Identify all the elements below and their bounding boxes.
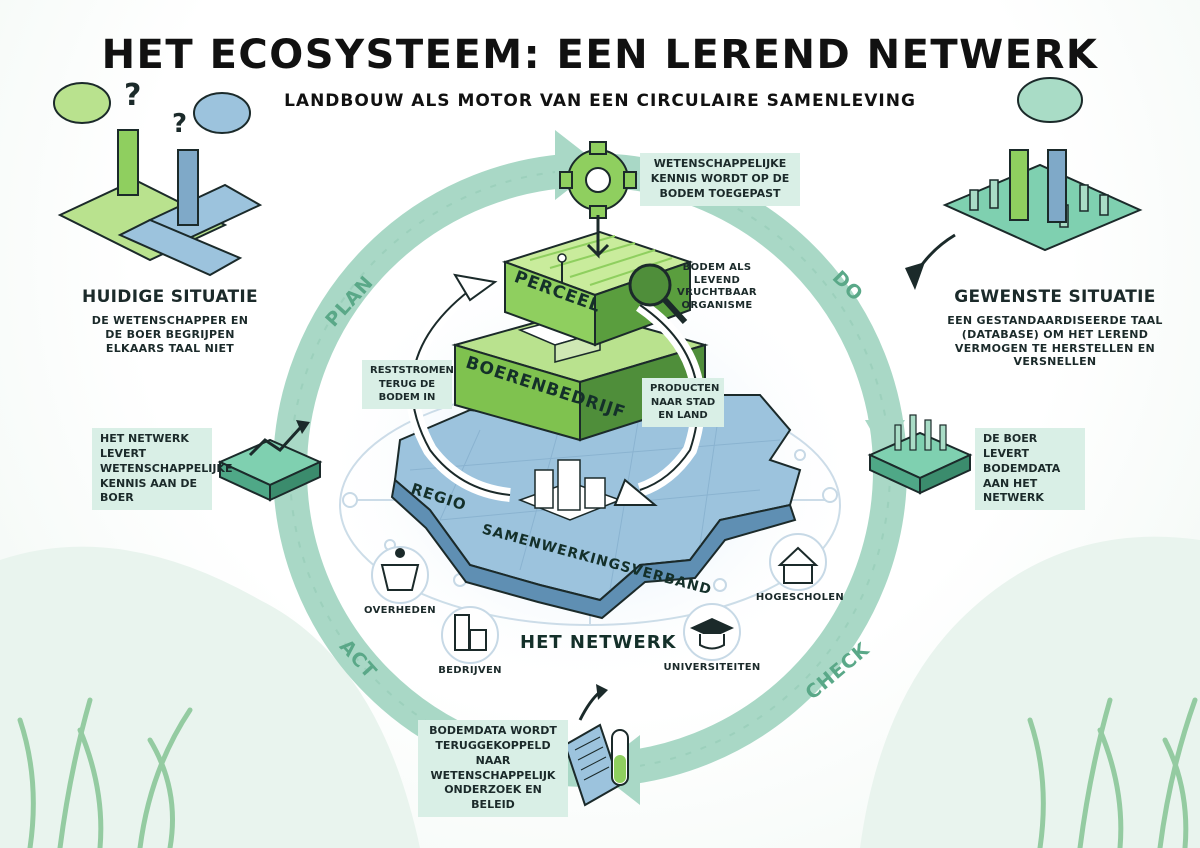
node-label-bedrijven: BEDRIJVEN (438, 665, 502, 676)
speech-bubble-chart-icon (1017, 77, 1083, 123)
grass-decoration (17, 697, 1198, 848)
current-situation-text: DE WETENSCHAPPER EN DE BOER BEGRIJPEN EL… (91, 314, 249, 355)
speech-bubble-chart-icon (193, 92, 251, 134)
feedback-label: BODEMDATA WORDT TERUGGEKOPPELD NAAR WETE… (418, 720, 568, 818)
current-situation-scene: ? ? (53, 78, 263, 277)
magnifier-icon (628, 263, 688, 325)
gear-icon (559, 141, 637, 259)
research-documents-icon (563, 684, 629, 807)
government-icon (371, 546, 429, 604)
background-hills (0, 546, 420, 848)
science-applied-label: WETENSCHAPPELIJKE KENNIS WORDT OP DE BOD… (640, 153, 800, 206)
desired-situation-text: EEN GESTANDAARDISEERDE TAAL (DATABASE) O… (947, 314, 1163, 369)
universities-icon (683, 603, 741, 661)
network-knowledge-icon (217, 420, 323, 502)
svg-text:?: ? (124, 78, 141, 113)
city-block (517, 459, 623, 521)
network-delivers-label: HET NETWERK LEVERT WETENSCHAPPELIJKE KEN… (92, 428, 232, 511)
products-label: PRODUCTEN NAAR STAD EN LAND (642, 378, 724, 427)
svg-text:?: ? (172, 109, 187, 139)
arrow-up-icon (578, 690, 601, 721)
farmer-delivers-label: DE BOER LEVERT BODEMDATA AAN HET NETWERK (975, 428, 1085, 511)
companies-icon (441, 606, 499, 664)
speech-bubble-chart-icon (53, 82, 111, 124)
page-title: HET ECOSYSTEEM: EEN LEREND NETWERK (101, 32, 1099, 78)
desired-situation-heading: GEWENSTE SITUATIE (954, 287, 1156, 307)
colleges-icon (769, 533, 827, 591)
circular-flow-arrows (405, 273, 706, 506)
residual-flows-label: RESTSTROMEN TERUG DE BODEM IN (362, 360, 454, 409)
farmer-data-icon (867, 414, 973, 495)
node-label-universiteiten: UNIVERSITEITEN (663, 662, 761, 673)
desired-situation-scene (905, 77, 1143, 290)
layer-label-het-netwerk: HET NETWERK (520, 632, 677, 653)
node-label-hogescholen: HOGESCHOLEN (755, 592, 845, 603)
node-label-overheden: OVERHEDEN (364, 605, 436, 616)
soil-organism-label: BODEM ALS LEVEND VRUCHTBAAR ORGANISME (677, 262, 757, 311)
page-subtitle: LANDBOUW ALS MOTOR VAN EEN CIRCULAIRE SA… (284, 91, 916, 111)
current-situation-heading: HUIDIGE SITUATIE (82, 287, 258, 307)
